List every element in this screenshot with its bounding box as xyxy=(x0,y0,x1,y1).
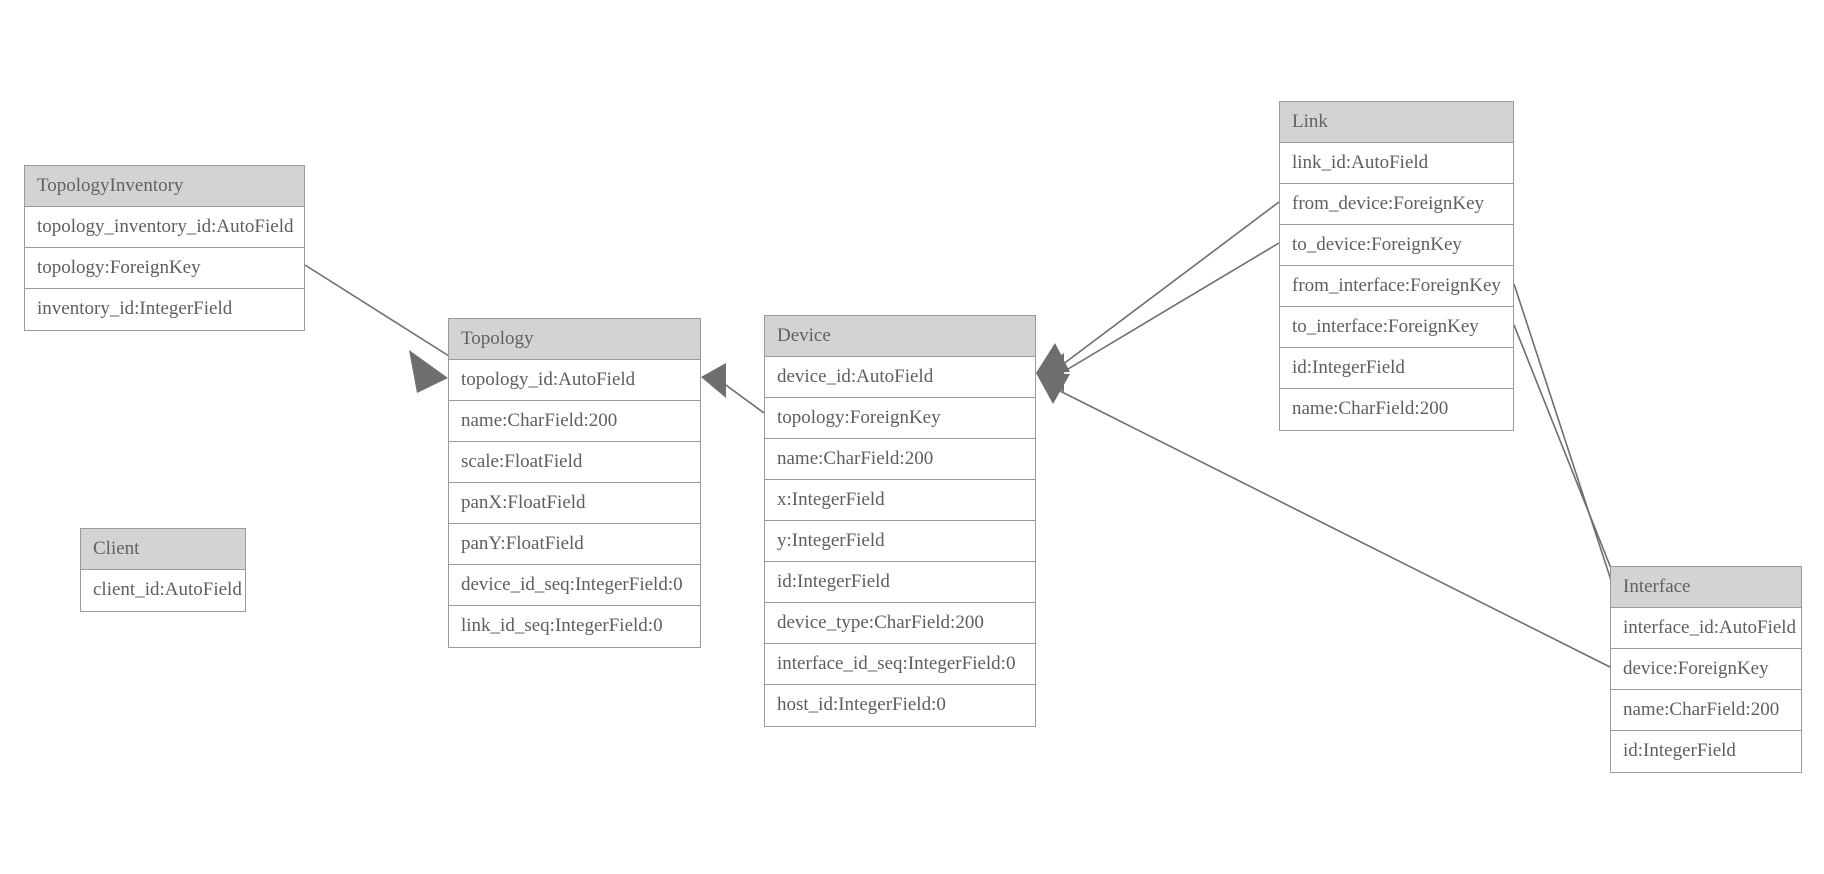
entity-client[interactable]: Client client_id:AutoField xyxy=(80,528,246,612)
arrowhead-device-right-mid xyxy=(1036,343,1070,373)
entity-device[interactable]: Device device_id:AutoField topology:Fore… xyxy=(764,315,1036,727)
edge-link-to-device xyxy=(1057,242,1280,376)
entity-topology[interactable]: Topology topology_id:AutoField name:Char… xyxy=(448,318,701,648)
entity-field-list: topology_inventory_id:AutoField topology… xyxy=(25,207,304,330)
entity-field: topology:ForeignKey xyxy=(25,248,304,289)
entity-field: interface_id_seq:IntegerField:0 xyxy=(765,644,1035,685)
arrowhead-topology-right xyxy=(701,363,726,398)
entity-field: topology_inventory_id:AutoField xyxy=(25,207,304,248)
arrowhead-device-right-upper xyxy=(1036,353,1064,392)
entity-field: link_id:AutoField xyxy=(1280,143,1513,184)
entity-field-list: topology_id:AutoField name:CharField:200… xyxy=(449,360,700,647)
entity-field: topology:ForeignKey xyxy=(765,398,1035,439)
entity-field: x:IntegerField xyxy=(765,480,1035,521)
entity-field: link_id_seq:IntegerField:0 xyxy=(449,606,700,647)
entity-field: name:CharField:200 xyxy=(765,439,1035,480)
entity-field: name:CharField:200 xyxy=(449,401,700,442)
entity-field: from_device:ForeignKey xyxy=(1280,184,1513,225)
entity-field-list: client_id:AutoField xyxy=(81,570,245,611)
entity-field: client_id:AutoField xyxy=(81,570,245,611)
entity-topologyinventory[interactable]: TopologyInventory topology_inventory_id:… xyxy=(24,165,305,331)
entity-title: Interface xyxy=(1611,567,1801,608)
entity-title: Device xyxy=(765,316,1035,357)
entity-field: panX:FloatField xyxy=(449,483,700,524)
edge-device-topology xyxy=(718,379,765,414)
entity-field: id:IntegerField xyxy=(765,562,1035,603)
entity-field: topology_id:AutoField xyxy=(449,360,700,401)
entity-field: device:ForeignKey xyxy=(1611,649,1801,690)
arrowhead-device-right-lower xyxy=(1036,373,1070,404)
entity-link[interactable]: Link link_id:AutoField from_device:Forei… xyxy=(1279,101,1514,431)
edge-topologyinventory-topology xyxy=(304,264,469,369)
entity-field: interface_id:AutoField xyxy=(1611,608,1801,649)
entity-title: TopologyInventory xyxy=(25,166,304,207)
entity-field: from_interface:ForeignKey xyxy=(1280,266,1513,307)
arrowhead-topology-left xyxy=(409,350,448,393)
entity-field: id:IntegerField xyxy=(1280,348,1513,389)
entity-field: name:CharField:200 xyxy=(1611,690,1801,731)
entity-field: to_device:ForeignKey xyxy=(1280,225,1513,266)
entity-field-list: link_id:AutoField from_device:ForeignKey… xyxy=(1280,143,1513,430)
entity-field-list: device_id:AutoField topology:ForeignKey … xyxy=(765,357,1035,726)
entity-field: to_interface:ForeignKey xyxy=(1280,307,1513,348)
entity-field: device_type:CharField:200 xyxy=(765,603,1035,644)
entity-field: scale:FloatField xyxy=(449,442,700,483)
edge-interface-device xyxy=(1057,389,1611,668)
entity-title: Client xyxy=(81,529,245,570)
edge-link-from-device xyxy=(1057,201,1280,369)
entity-field: host_id:IntegerField:0 xyxy=(765,685,1035,726)
entity-field: y:IntegerField xyxy=(765,521,1035,562)
entity-field: device_id:AutoField xyxy=(765,357,1035,398)
entity-field: inventory_id:IntegerField xyxy=(25,289,304,330)
entity-title: Link xyxy=(1280,102,1513,143)
entity-field: panY:FloatField xyxy=(449,524,700,565)
entity-field-list: interface_id:AutoField device:ForeignKey… xyxy=(1611,608,1801,772)
entity-field: name:CharField:200 xyxy=(1280,389,1513,430)
entity-field: id:IntegerField xyxy=(1611,731,1801,772)
entity-title: Topology xyxy=(449,319,700,360)
entity-field: device_id_seq:IntegerField:0 xyxy=(449,565,700,606)
entity-interface[interactable]: Interface interface_id:AutoField device:… xyxy=(1610,566,1802,773)
